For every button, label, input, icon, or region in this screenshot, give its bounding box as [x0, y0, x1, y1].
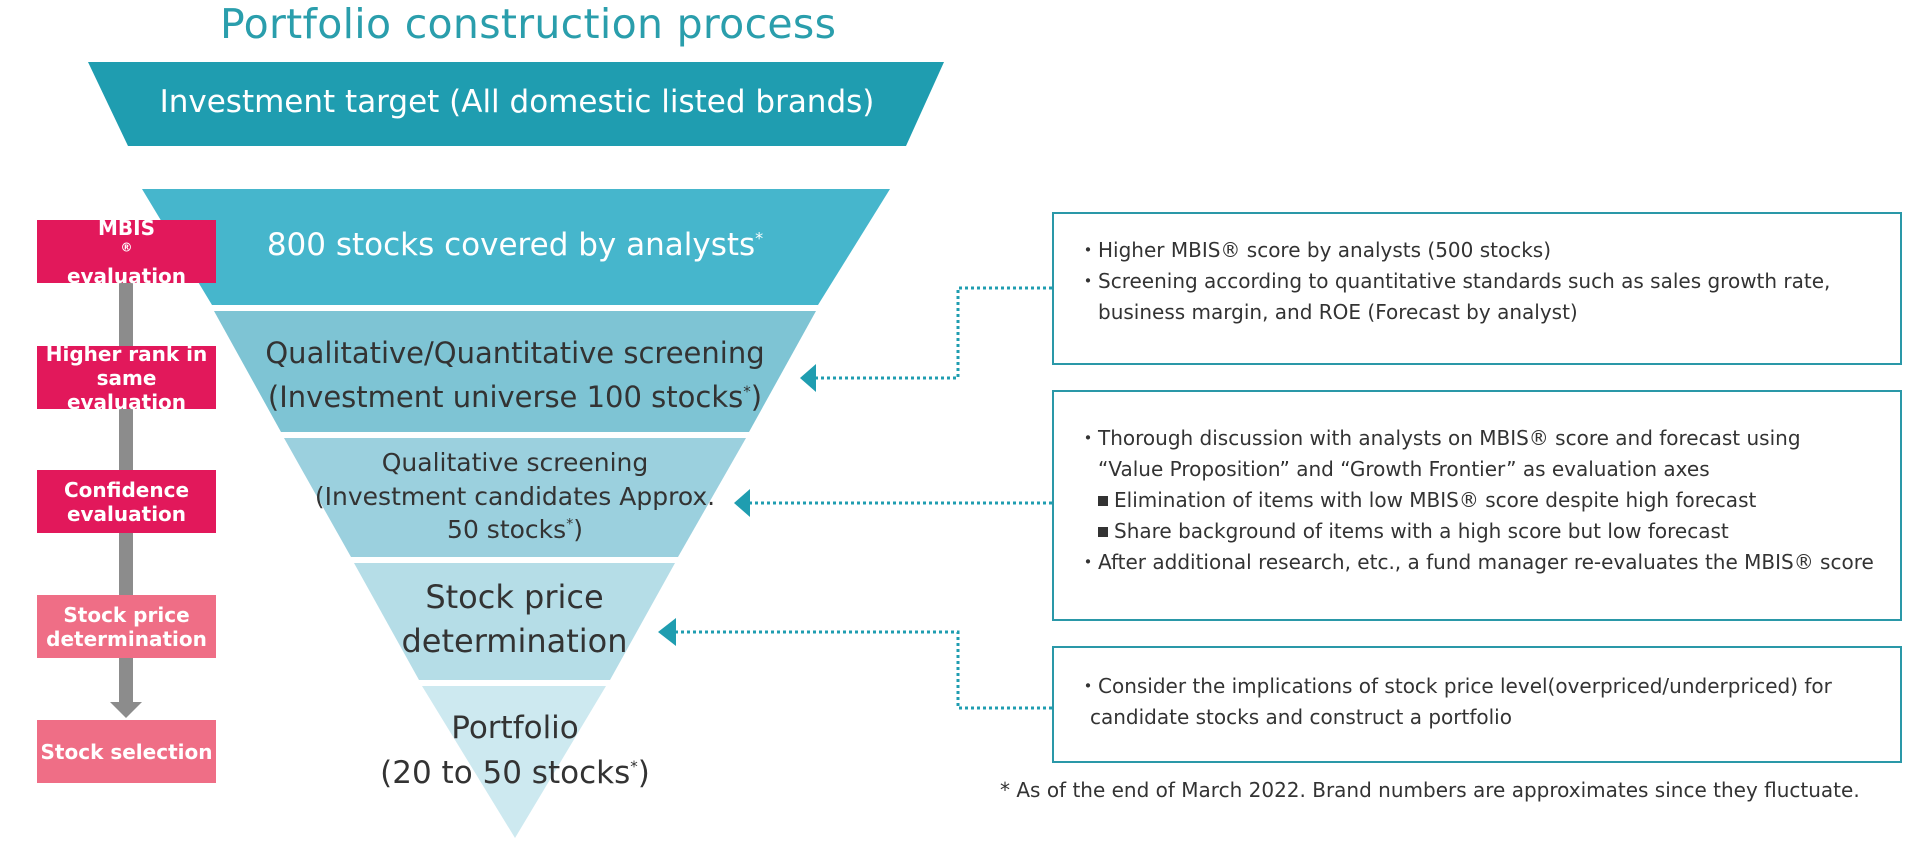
- funnel-top-band: [88, 62, 944, 146]
- funnel-level-2-close: ): [750, 379, 763, 414]
- step-confidence-evaluation: Confidence evaluation: [37, 470, 216, 533]
- funnel-level-3-line3: 50 stocks*): [284, 513, 746, 547]
- connector-box3: [676, 630, 1052, 710]
- footnote: * As of the end of March 2022. Brand num…: [1000, 778, 1860, 802]
- step-mbis-evaluation: MBIS® evaluation: [37, 216, 216, 288]
- funnel-level-2: [214, 311, 816, 432]
- connector-box2-arrowhead: [734, 489, 750, 517]
- box3-line1: ・Consider the implications of stock pric…: [1078, 674, 1832, 698]
- step-price-line1: Stock price: [63, 602, 190, 627]
- step-confidence-line2: evaluation: [66, 501, 187, 526]
- funnel-level-5-label: Portfolio (20 to 50 stocks*): [334, 706, 696, 796]
- funnel-level-5-text: (20 to 50 stocks: [380, 754, 631, 791]
- connector-box3-arrowhead: [658, 618, 676, 646]
- funnel-level-2-line2: (Investment universe 100 stocks*): [214, 376, 816, 420]
- step-higher-rank: Higher rank in same evaluation: [37, 342, 216, 414]
- funnel-top-text: Investment target (All domestic listed b…: [159, 84, 875, 120]
- step-confidence-line1: Confidence: [63, 477, 190, 502]
- funnel-level-1: [142, 189, 890, 305]
- box1-line2: ・Screening according to quantitative sta…: [1078, 269, 1831, 293]
- step-higher-rank-line2: same evaluation: [66, 365, 187, 414]
- step-mbis-text: MBIS: [98, 215, 155, 240]
- registered-mark: ®: [120, 239, 133, 254]
- funnel-top-label: Investment target (All domestic listed b…: [128, 84, 906, 122]
- connector-box1-arrowhead: [800, 364, 816, 392]
- detail-box-qualitative-screening: ・Thorough discussion with analysts on MB…: [1052, 390, 1902, 621]
- asterisk-mark: *: [566, 516, 574, 533]
- asterisk-mark: *: [755, 228, 764, 248]
- funnel-level-3-label: Qualitative screening (Investment candid…: [284, 446, 746, 547]
- process-arrow-head: [110, 702, 142, 718]
- funnel-level-4-label: Stock price determination: [354, 575, 675, 663]
- funnel-level-2-label: Qualitative/Quantitative screening (Inve…: [214, 332, 816, 419]
- funnel-level-2-line1: Qualitative/Quantitative screening: [265, 336, 765, 370]
- step-price-line2: determination: [46, 626, 207, 651]
- box1-line1: ・Higher MBIS® score by analysts (500 sto…: [1078, 238, 1552, 262]
- funnel-level-3-line2: (Investment candidates Approx.: [314, 481, 716, 511]
- funnel-level-3: [284, 438, 746, 557]
- box2-line4: Share background of items with a high sc…: [1078, 516, 1900, 547]
- step-mbis-line2: evaluation: [66, 263, 187, 288]
- funnel-level-5: [422, 686, 606, 838]
- funnel-level-4-line2: determination: [401, 622, 628, 661]
- asterisk-mark: *: [630, 757, 638, 776]
- box3-line2: candidate stocks and construct a portfol…: [1090, 705, 1512, 729]
- funnel-level-2-text: (Investment universe 100 stocks: [267, 379, 744, 414]
- funnel-level-4: [354, 563, 675, 680]
- funnel-level-4-line1: Stock price: [425, 578, 604, 616]
- box2-line1: ・Thorough discussion with analysts on MB…: [1078, 426, 1801, 450]
- funnel-level-1-label: 800 stocks covered by analysts*: [212, 227, 818, 265]
- step-stock-price-determination: Stock price determination: [37, 595, 216, 658]
- detail-box-stock-price: ・Consider the implications of stock pric…: [1052, 646, 1902, 763]
- funnel-level-5-line2: (20 to 50 stocks*): [334, 751, 696, 796]
- step-mbis-line1: MBIS®: [98, 216, 155, 264]
- page-title: Portfolio construction process: [220, 0, 837, 48]
- box2-line3-text: Elimination of items with low MBIS® scor…: [1114, 488, 1757, 512]
- funnel-level-3-line1: Qualitative screening: [381, 448, 649, 477]
- step-higher-rank-line1: Higher rank in: [45, 341, 208, 366]
- step-stock-selection: Stock selection: [37, 720, 216, 783]
- funnel-level-3-close: ): [573, 515, 583, 544]
- detail-box-analyst-screening: ・Higher MBIS® score by analysts (500 sto…: [1052, 212, 1902, 365]
- funnel-level-5-line1: Portfolio: [451, 710, 579, 746]
- box2-line2: “Value Proposition” and “Growth Frontier…: [1098, 457, 1710, 481]
- box2-line5: ・After additional research, etc., a fund…: [1078, 550, 1874, 574]
- funnel-level-5-close: ): [637, 754, 650, 791]
- funnel-level-1-text: 800 stocks covered by analysts: [266, 227, 756, 263]
- box1-line3: business margin, and ROE (Forecast by an…: [1098, 300, 1578, 324]
- box2-line4-text: Share background of items with a high sc…: [1114, 519, 1729, 543]
- connector-box1: [814, 286, 1052, 380]
- step-selection-line1: Stock selection: [40, 739, 213, 764]
- funnel-level-3-text: 50 stocks: [447, 515, 567, 544]
- asterisk-mark: *: [743, 381, 751, 400]
- box2-line3: Elimination of items with low MBIS® scor…: [1078, 485, 1900, 516]
- square-bullet-icon: [1098, 527, 1108, 537]
- square-bullet-icon: [1098, 496, 1108, 506]
